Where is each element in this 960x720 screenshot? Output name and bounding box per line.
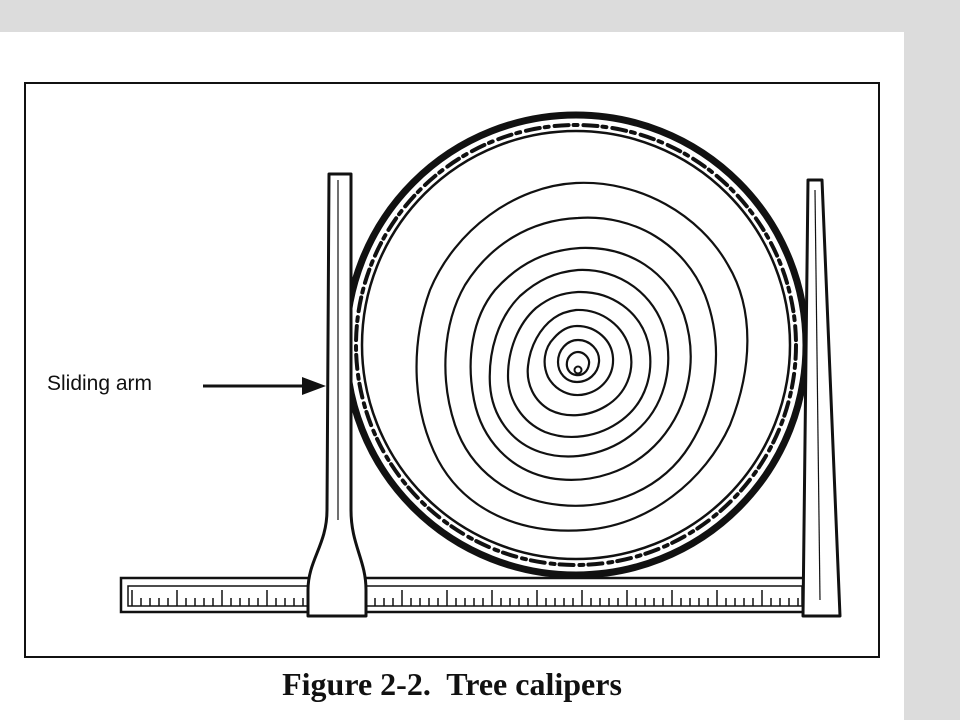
- fixed-arm: [801, 178, 842, 618]
- bark-inner: [354, 123, 798, 567]
- pith: [573, 365, 583, 375]
- bark-line: [360, 129, 792, 561]
- growth-ring: [543, 324, 615, 397]
- growth-ring: [469, 246, 692, 481]
- figure-caption: Figure 2-2. Tree calipers: [282, 666, 622, 702]
- growth-ring: [444, 216, 718, 507]
- growth-ring: [415, 181, 749, 532]
- growth-ring: [556, 338, 601, 384]
- sliding-arm-arrow: [203, 377, 326, 395]
- log-cross-section: [342, 111, 810, 579]
- growth-ring: [488, 268, 670, 458]
- growth-ring: [506, 290, 652, 438]
- growth-ring: [526, 308, 633, 417]
- scale-ticks: [131, 590, 799, 606]
- caliper-beam-scale: [119, 576, 811, 614]
- growth-ring: [565, 350, 591, 377]
- sliding-arm-label: Sliding arm: [47, 372, 153, 395]
- sliding-arm[interactable]: [306, 172, 368, 618]
